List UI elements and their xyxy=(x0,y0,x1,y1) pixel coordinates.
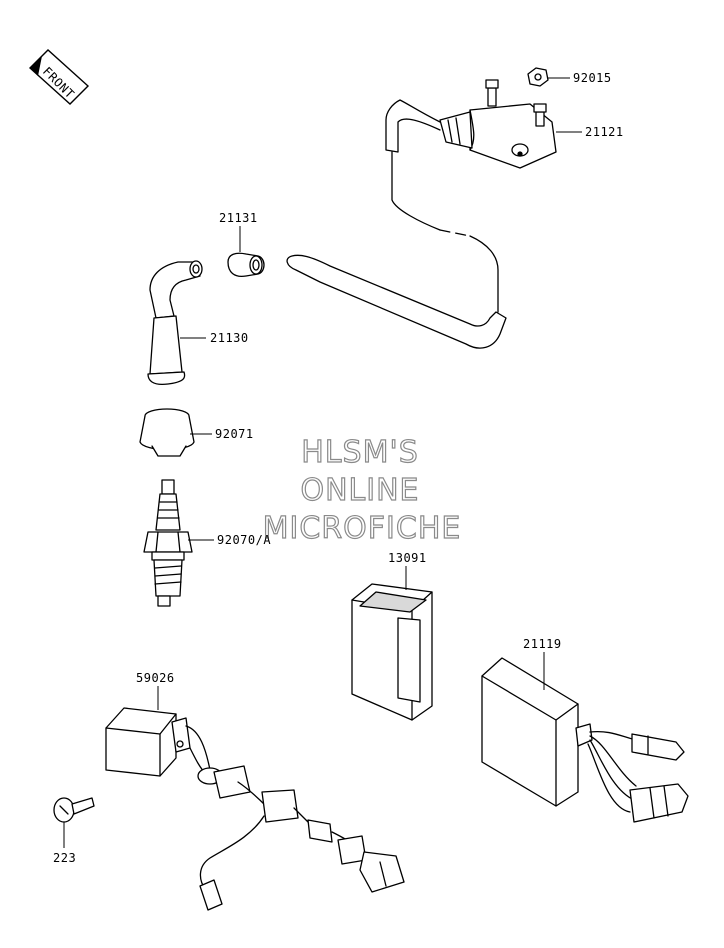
watermark: HLSM'S ONLINE MICROFICHE xyxy=(262,434,462,546)
watermark-line-2: ONLINE xyxy=(300,473,419,508)
label-21119[interactable]: 21119 xyxy=(523,637,562,651)
watermark-line-1: HLSM'S xyxy=(301,435,419,470)
part-labels: 92015 21121 21131 21130 92071 92070/A 13… xyxy=(53,71,624,865)
grommet-21131[interactable] xyxy=(227,252,265,278)
label-92071[interactable]: 92071 xyxy=(215,427,254,441)
boot-92071[interactable] xyxy=(139,408,195,457)
label-59026[interactable]: 59026 xyxy=(136,671,175,685)
spark-plug-92070a[interactable] xyxy=(143,479,193,607)
cdi-unit-13091[interactable] xyxy=(351,583,433,721)
spark-plug-cap-21130[interactable] xyxy=(147,260,203,386)
ignition-lead xyxy=(286,99,507,349)
label-92015[interactable]: 92015 xyxy=(573,71,612,85)
watermark-line-3: MICROFICHE xyxy=(263,511,462,546)
unit-59026[interactable] xyxy=(105,707,405,911)
label-13091[interactable]: 13091 xyxy=(388,551,427,565)
leader-lines xyxy=(63,77,582,848)
label-92070a[interactable]: 92070/A xyxy=(217,533,271,547)
screw-223[interactable] xyxy=(53,797,95,823)
label-21121[interactable]: 21121 xyxy=(585,125,624,139)
nut-92015[interactable] xyxy=(527,67,549,87)
front-arrow-icon: FRONT xyxy=(28,49,90,105)
label-223[interactable]: 223 xyxy=(53,851,76,865)
label-21130[interactable]: 21130 xyxy=(210,331,249,345)
regulator-21119[interactable] xyxy=(481,657,689,823)
ignition-coil[interactable] xyxy=(439,79,557,169)
label-21131[interactable]: 21131 xyxy=(219,211,258,225)
